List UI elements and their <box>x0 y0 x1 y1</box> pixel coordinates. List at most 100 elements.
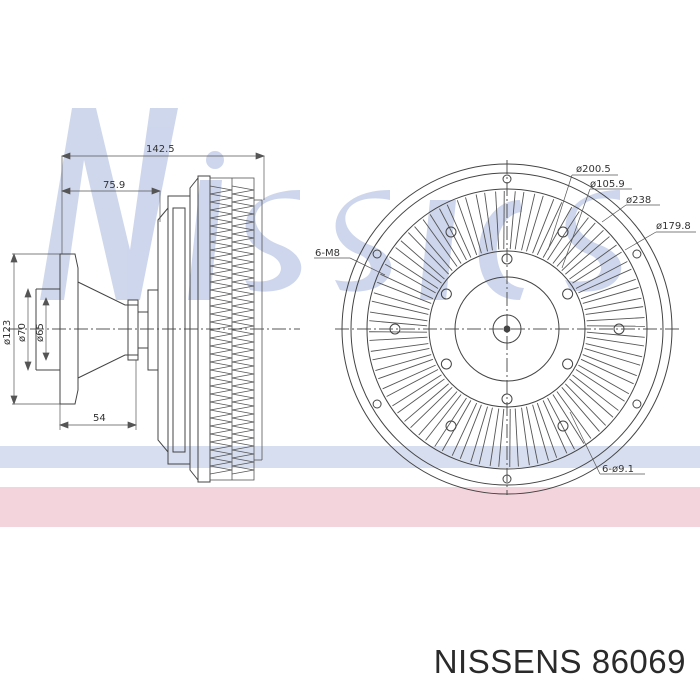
rib-line <box>425 394 462 441</box>
rim-hole <box>372 399 382 409</box>
threaded-hole <box>562 288 574 300</box>
rib-line <box>478 407 493 465</box>
dim-bore-diameter: ø65 <box>35 323 46 342</box>
rib-line <box>514 191 525 250</box>
front-view: ø200.5 ø105.9 ø238 ø179.8 6-M8 6-ø9.1 <box>314 160 696 495</box>
rib-line <box>392 374 442 407</box>
rib-line <box>578 268 632 294</box>
rib-line <box>429 214 462 264</box>
part-caption: NISSENS 86069 <box>433 643 686 680</box>
front-leaders <box>314 174 696 475</box>
rib-line <box>521 193 536 251</box>
watermark-logo <box>40 108 622 300</box>
through-hole <box>445 420 457 432</box>
rib-line <box>484 192 493 251</box>
rib-line <box>582 354 638 377</box>
rib-line <box>565 236 610 275</box>
hub-ring <box>454 276 560 382</box>
rim-hole <box>502 174 512 184</box>
outer-rim-inner <box>350 172 664 486</box>
rib-line <box>514 408 519 467</box>
rib-line <box>470 406 488 463</box>
rib-line <box>586 317 645 322</box>
rib-line <box>475 194 488 252</box>
dim-pilot-diameter: ø70 <box>17 323 28 342</box>
rim-hole <box>632 399 642 409</box>
rib-line <box>404 383 449 422</box>
rib-line <box>369 320 428 327</box>
rib-line <box>376 281 432 304</box>
rib-line <box>556 222 596 267</box>
threaded-hole <box>501 253 513 265</box>
rib-line <box>380 273 434 300</box>
rib-line <box>580 278 636 300</box>
watermark-blue-band <box>0 446 700 468</box>
mounting-holes <box>372 174 642 484</box>
dim-through-holes: 6-ø9.1 <box>602 464 634 475</box>
rib-line <box>532 198 555 254</box>
rib-line <box>547 397 575 450</box>
rib-line <box>572 374 619 411</box>
rib-line <box>561 387 600 432</box>
through-hole <box>389 323 401 335</box>
rib-line <box>407 232 450 275</box>
through-hole <box>557 226 569 238</box>
rib-line <box>526 406 539 464</box>
side-dimensions <box>10 152 265 430</box>
rib-line <box>569 378 614 418</box>
rib-line <box>384 263 436 294</box>
rib-line <box>397 378 445 414</box>
dim-bolt-circle: ø200.5 <box>576 164 611 175</box>
rib-line <box>552 217 589 264</box>
cooling-fins <box>209 177 263 481</box>
outer-rim <box>341 163 673 495</box>
rib-line <box>400 240 445 280</box>
through-hole <box>613 323 625 335</box>
rib-line <box>372 348 430 361</box>
rib-line <box>521 407 530 466</box>
rib-line <box>569 244 617 280</box>
rib-line <box>375 354 432 371</box>
rib-line <box>389 256 439 289</box>
rib-line <box>465 197 482 254</box>
rib-line <box>585 306 644 315</box>
rib-line <box>578 364 630 395</box>
rib-line <box>446 204 472 258</box>
rib-line <box>382 364 436 390</box>
rib-line <box>370 343 429 352</box>
rim-hole <box>632 249 642 259</box>
rib-line <box>547 211 580 261</box>
rib-line <box>489 408 500 467</box>
through-hole <box>557 420 569 432</box>
rib-line <box>552 394 585 444</box>
rib-line <box>386 369 439 397</box>
rib-line <box>542 400 568 454</box>
rib-line <box>456 200 478 256</box>
rim-hole <box>502 474 512 484</box>
rib-line <box>584 297 642 310</box>
rib-line <box>498 408 505 467</box>
hub-center <box>492 314 522 344</box>
rib-line <box>495 191 500 250</box>
rib-line <box>586 331 645 338</box>
rib-line <box>582 287 639 304</box>
threaded-hole <box>440 288 452 300</box>
rib-line <box>422 219 458 267</box>
dim-flange-diameter: ø123 <box>2 320 13 345</box>
rib-line <box>378 358 434 380</box>
dim-outer-diameter: ø238 <box>626 195 651 206</box>
rib-line <box>459 404 482 460</box>
watermark-pink-band <box>0 487 700 527</box>
rib-line <box>373 292 430 310</box>
rib-line <box>532 404 549 461</box>
rib-line <box>395 247 442 284</box>
rib-line <box>585 343 643 358</box>
rib-ring-inner <box>428 250 586 408</box>
rib-line <box>584 348 641 366</box>
rib-line <box>439 208 467 261</box>
rib-line <box>410 386 453 429</box>
hub-pin <box>503 325 511 333</box>
rib-line <box>451 402 478 456</box>
dim-hub-length: 75.9 <box>103 180 125 191</box>
rib-line <box>580 358 634 385</box>
